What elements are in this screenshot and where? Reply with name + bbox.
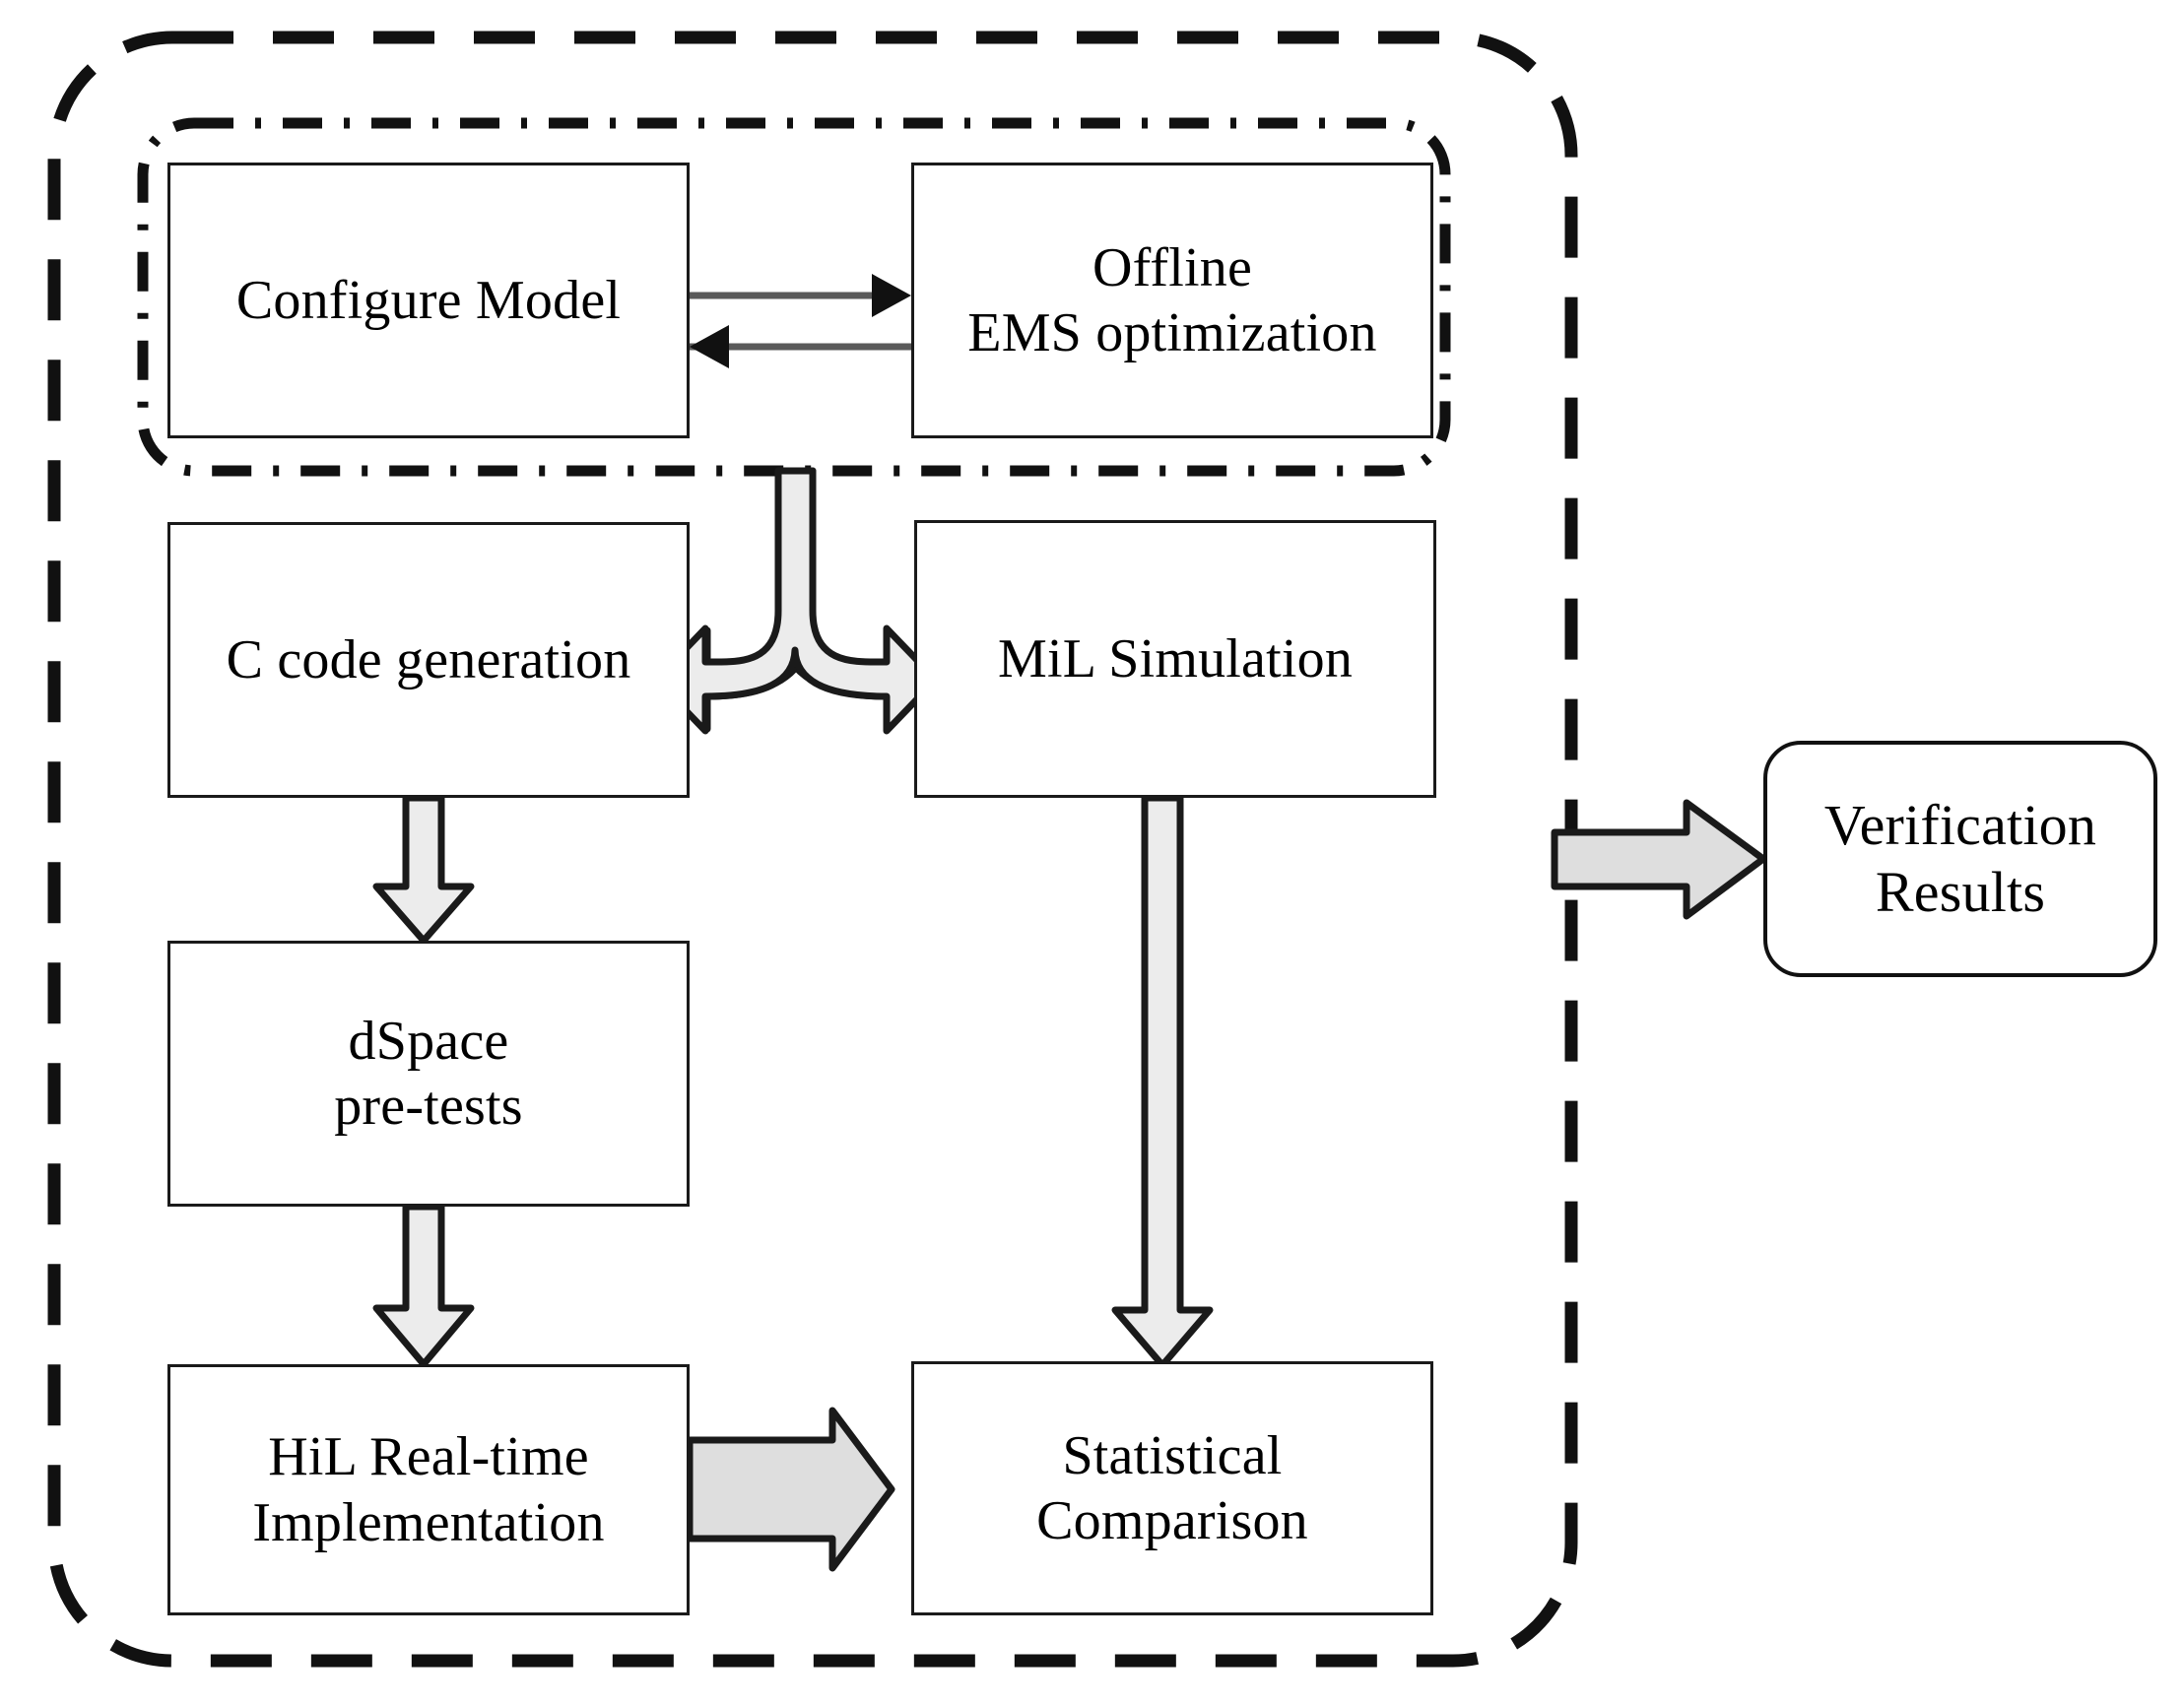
edge-split-to-codegen-and-mil (652, 467, 940, 735)
node-verification-results[interactable]: Verification Results (1763, 741, 2157, 977)
node-configure-model[interactable]: Configure Model (167, 163, 690, 438)
edge-hil-to-statistical (686, 1407, 895, 1572)
node-hil-real-time-implementation[interactable]: HiL Real-time Implementation (167, 1364, 690, 1615)
node-statistical-comparison[interactable]: Statistical Comparison (911, 1361, 1433, 1615)
node-statistical-comparison-label: Statistical Comparison (1036, 1424, 1308, 1551)
edge-mil-to-statistical (1111, 794, 1214, 1369)
node-hil-real-time-implementation-label: HiL Real-time Implementation (252, 1426, 605, 1553)
node-c-code-generation[interactable]: C code generation (167, 522, 690, 798)
node-dspace-pre-tests[interactable]: dSpace pre-tests (167, 941, 690, 1207)
edge-codegen-to-dspace (372, 794, 475, 945)
node-dspace-pre-tests-label: dSpace pre-tests (334, 1010, 523, 1137)
edge-outer-to-verification (1551, 799, 1767, 920)
node-offline-ems-optimization[interactable]: Offline EMS optimization (911, 163, 1433, 438)
node-mil-simulation[interactable]: MiL Simulation (914, 520, 1436, 798)
node-verification-results-label: Verification Results (1823, 792, 2097, 924)
node-mil-simulation-label: MiL Simulation (997, 627, 1354, 689)
node-offline-ems-optimization-label: Offline EMS optimization (967, 236, 1377, 363)
edge-dspace-to-hil (372, 1203, 475, 1368)
node-configure-model-label: Configure Model (235, 269, 622, 331)
node-c-code-generation-label: C code generation (226, 628, 631, 690)
edge-configure-to-ems (690, 274, 911, 317)
